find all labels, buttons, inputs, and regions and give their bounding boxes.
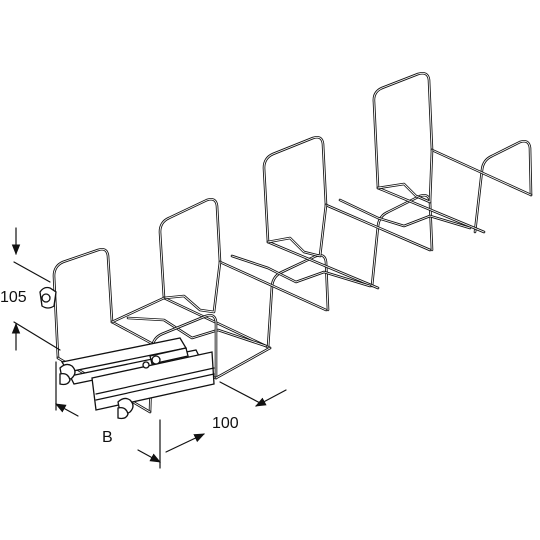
connector-parts xyxy=(39,286,215,420)
height-label: 105 xyxy=(0,289,27,306)
width-label: B xyxy=(102,429,113,446)
height-dimension xyxy=(11,227,61,351)
tray-wire-body xyxy=(52,71,533,414)
width-dimension xyxy=(55,361,161,469)
length-label: 100 xyxy=(212,415,239,432)
length-dimension xyxy=(165,381,287,453)
